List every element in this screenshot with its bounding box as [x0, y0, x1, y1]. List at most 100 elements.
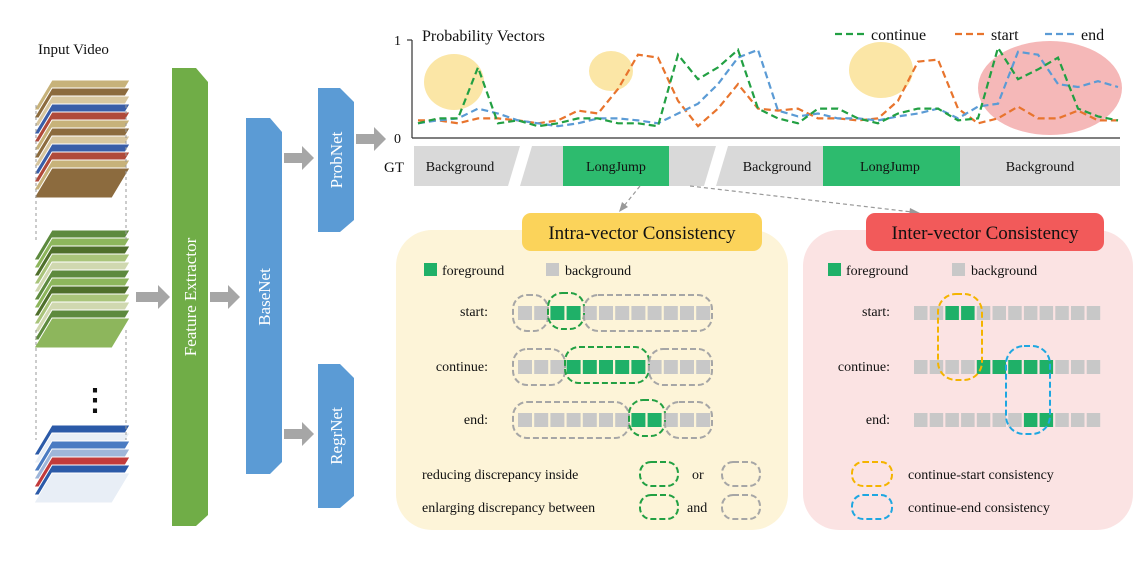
background-cell: [647, 360, 662, 374]
background-cell: [566, 413, 581, 427]
background-cell: [518, 306, 532, 320]
intra-row-start: start:: [460, 305, 488, 320]
video-frame: [33, 472, 131, 504]
gt-text-background-1: Background: [426, 160, 494, 175]
intra-row-end: end:: [464, 413, 488, 428]
input-video-title: Input Video: [38, 42, 109, 58]
highlight-yellow-2: [589, 51, 633, 91]
foreground-cell: [976, 360, 991, 374]
background-cell: [1023, 306, 1038, 320]
background-cell: [992, 413, 1006, 427]
background-cell: [518, 413, 532, 427]
background-cell: [1071, 413, 1085, 427]
background-cell: [961, 360, 975, 374]
probnet-block: ProbNet: [318, 88, 354, 232]
background-cell: [534, 413, 549, 427]
foreground-cell: [1008, 360, 1022, 374]
foreground-cell: [566, 306, 581, 320]
foreground-cell: [647, 413, 662, 427]
inter-legend-foreground: foreground: [846, 264, 908, 279]
background-cell: [1008, 306, 1022, 320]
chart-legend: continue start end: [835, 27, 1104, 44]
intra-legend-background: background: [565, 264, 631, 279]
series-end-line: [417, 48, 1119, 128]
intra-cell-rows: [512, 292, 713, 439]
foreground-cell: [992, 360, 1006, 374]
background-cell: [550, 360, 565, 374]
gt-text-background-3: Background: [1006, 160, 1074, 175]
background-cell: [680, 360, 694, 374]
highlight-yellow-1: [424, 54, 484, 110]
legend-start: start: [991, 27, 1019, 44]
background-cell: [534, 306, 549, 320]
intra-legend-foreground: foreground: [442, 264, 504, 279]
background-cell: [696, 413, 711, 427]
foreground-cell: [961, 306, 975, 320]
gt-text-longjump-2: LongJump: [860, 160, 920, 175]
feature-extractor-label: Feature Extractor: [181, 237, 200, 356]
foreground-cell: [945, 306, 959, 320]
background-cell: [992, 306, 1006, 320]
video-frame: [33, 317, 131, 349]
background-cell: [1071, 360, 1085, 374]
gt-segment-background-1c: [669, 146, 716, 186]
gt-segment-background-1: [414, 146, 520, 186]
background-cell: [663, 413, 678, 427]
background-cell: [1055, 306, 1069, 320]
continue-end-bracket: [1005, 345, 1051, 435]
background-cell: [976, 413, 991, 427]
background-cell: [914, 306, 928, 320]
inter-row-continue: continue:: [838, 360, 890, 375]
video-frame-stacks: [33, 79, 131, 504]
background-cell: [1086, 306, 1101, 320]
gt-segment-background-1b: [520, 146, 563, 186]
background-cell: [929, 413, 944, 427]
background-cell: [1055, 360, 1069, 374]
intra-note-and: and: [687, 501, 707, 516]
background-cell: [680, 413, 694, 427]
foreground-cell: [582, 360, 597, 374]
intra-title-box: [522, 213, 762, 251]
gt-bar: GT Background LongJump Background LongJu…: [384, 146, 1120, 186]
foreground-cell: [631, 413, 646, 427]
intra-row-continue: continue:: [436, 360, 488, 375]
gt-segment-longjump-2: [823, 146, 960, 186]
background-cell: [914, 360, 928, 374]
probnet-label: ProbNet: [327, 131, 346, 188]
intra-group-bracket: [547, 292, 585, 330]
foreground-cell: [550, 306, 565, 320]
background-cell: [599, 306, 613, 320]
background-cell: [1008, 413, 1022, 427]
gt-text-background-2: Background: [743, 160, 811, 175]
background-cell: [929, 360, 944, 374]
background-cell: [518, 360, 532, 374]
intra-note-or: or: [692, 468, 704, 483]
inter-row-start: start:: [862, 305, 890, 320]
background-cell: [696, 306, 711, 320]
background-cell: [582, 306, 597, 320]
background-cell: [680, 306, 694, 320]
foreground-cell: [615, 360, 630, 374]
y-tick-top: 1: [394, 34, 401, 49]
background-cell: [615, 413, 630, 427]
highlight-yellow-3: [849, 42, 913, 98]
foreground-cell: [631, 360, 646, 374]
arrow-extractor-to-basenet: [210, 285, 240, 309]
inter-title-box: [866, 213, 1104, 251]
basenet-block: BaseNet: [246, 118, 282, 474]
intra-group-bracket: [583, 294, 713, 332]
background-cell: [696, 360, 711, 374]
intra-note-reducing: reducing discrepancy inside: [422, 468, 578, 483]
video-ellipsis: ⋮: [80, 384, 110, 417]
background-cell: [976, 306, 991, 320]
video-frame: [33, 167, 131, 199]
arrow-probnet-to-chart: [356, 127, 386, 151]
inter-legend-background: background: [971, 264, 1037, 279]
inter-row-end: end:: [866, 413, 890, 428]
regrnet-label: RegrNet: [327, 407, 346, 465]
background-cell: [914, 413, 928, 427]
chart-title: Probability Vectors: [422, 28, 545, 45]
intra-note-enlarging: enlarging discrepancy between: [422, 501, 595, 516]
legend-end: end: [1081, 27, 1104, 44]
background-cell: [582, 413, 597, 427]
